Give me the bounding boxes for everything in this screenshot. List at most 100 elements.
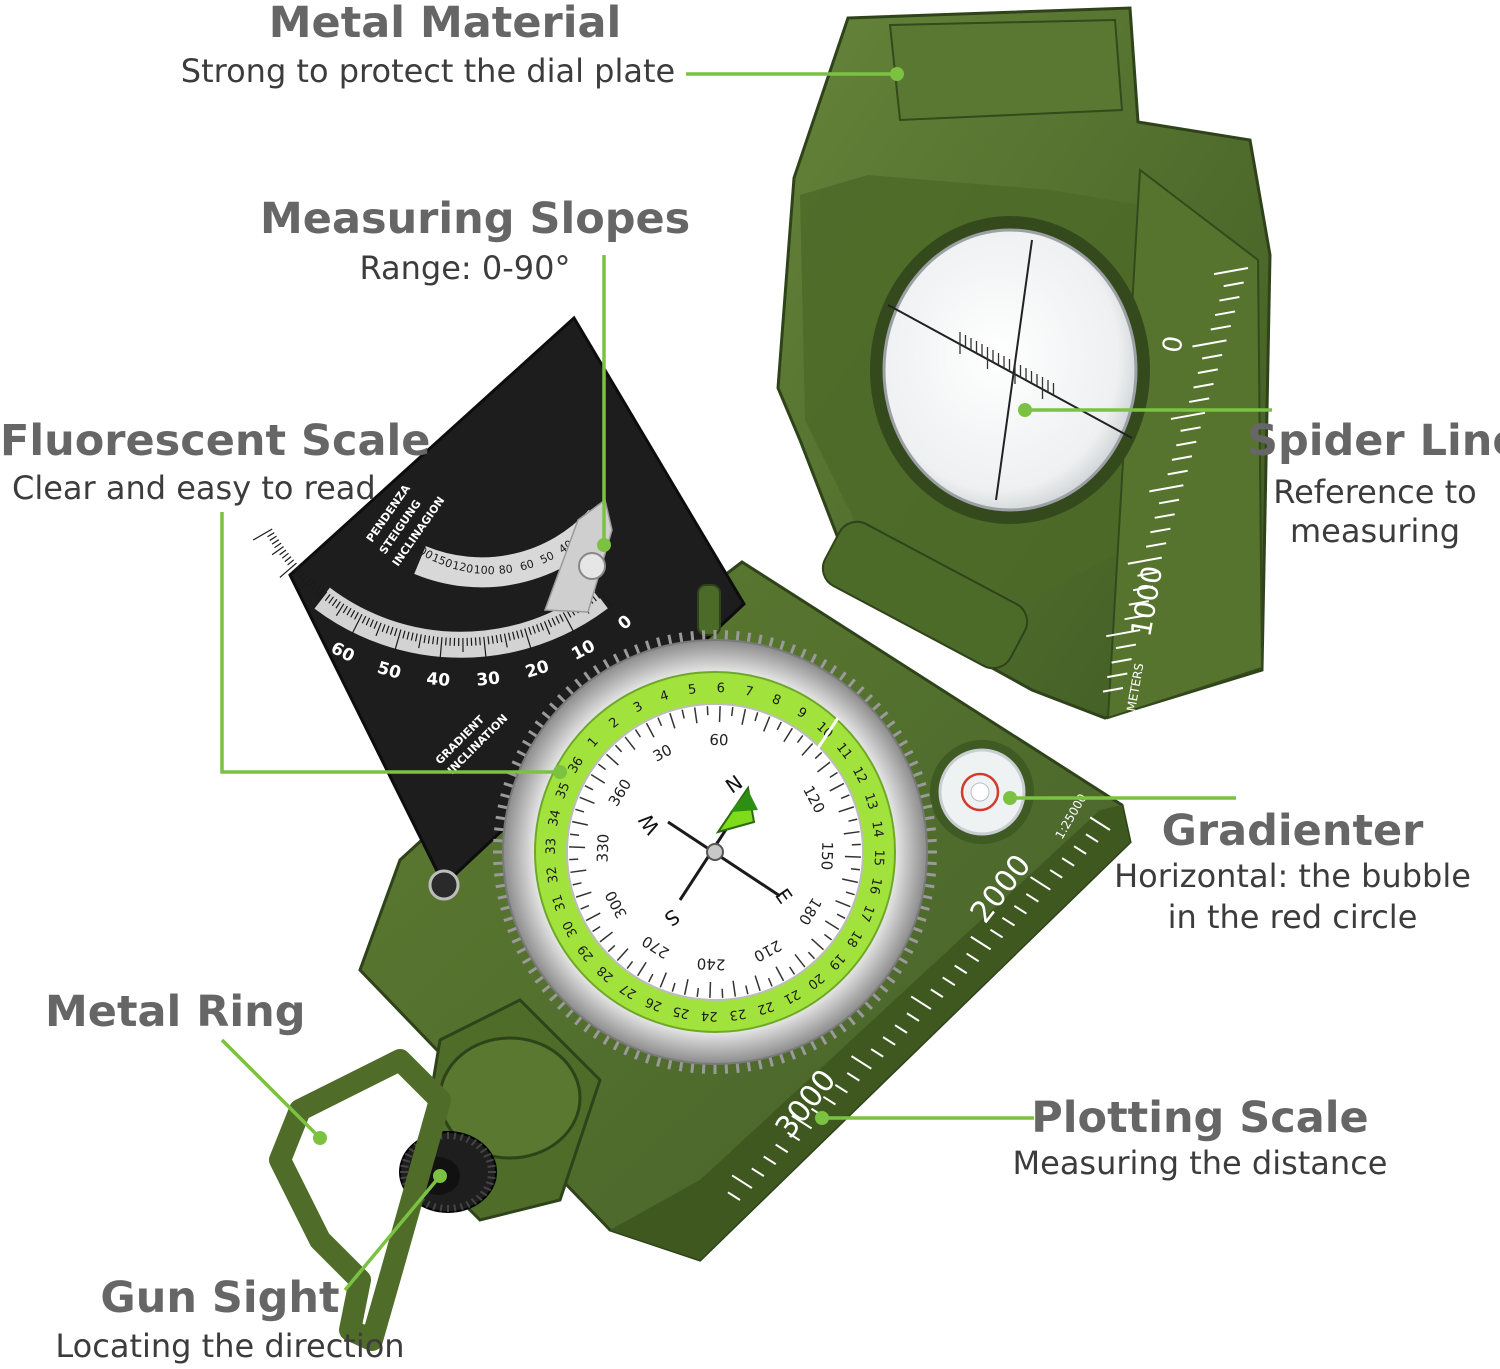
callout-measuring-slopes-title: Measuring Slopes	[260, 194, 691, 244]
dial-center-pivot	[706, 843, 724, 861]
bezel-number: 27	[617, 980, 639, 1001]
dial-tick	[669, 712, 676, 729]
clinometer-tick	[483, 636, 487, 659]
spider-line-horizontal	[887, 304, 1133, 439]
lid-ruler-tick	[1219, 295, 1240, 302]
bezel-number: 15	[871, 849, 887, 866]
knob-grip-ridge	[475, 1194, 483, 1202]
clinometer-tick	[532, 625, 536, 634]
dial-tick	[624, 736, 636, 751]
plotting-scale-tick	[846, 1072, 860, 1082]
clinometer-tick	[487, 636, 490, 645]
clinometer-tick	[499, 634, 503, 643]
lid-ruler-tick	[1127, 556, 1162, 565]
lid-ruler-tick	[1197, 368, 1219, 374]
clinometer-tick	[410, 632, 414, 641]
clinometer-tick	[445, 637, 447, 646]
dial-number: 150	[817, 841, 836, 870]
knob-grip-ridge	[459, 1203, 464, 1211]
callout-gun-sight-desc: Locating the direction	[55, 1327, 405, 1365]
clinometer-tick	[324, 593, 331, 602]
clinometer-tick	[597, 589, 613, 607]
knob-grip-ridge	[485, 1158, 494, 1163]
plotting-scale-tick	[1025, 893, 1039, 903]
dial-tick	[575, 808, 585, 813]
dial-tick	[693, 707, 698, 724]
clinometer-tick	[361, 615, 367, 624]
dial-tick	[648, 973, 654, 983]
clinometer-tick	[269, 535, 277, 541]
dial-tick	[835, 900, 851, 908]
dial-tick	[579, 796, 595, 804]
knob-grip-ridge	[465, 1200, 471, 1209]
clinometer-tick	[267, 532, 275, 538]
callout-metal-material-desc: Strong to protect the dial plate	[180, 52, 676, 90]
knob-grip-ridge	[479, 1190, 488, 1197]
clinometer-degree-label: 80	[249, 576, 280, 607]
lid-ruler-tick	[1210, 324, 1231, 331]
lid-ruler-zero: 0	[1157, 334, 1189, 356]
plotting-scale-tick	[870, 1048, 884, 1058]
knob-grip-ridge	[465, 1135, 471, 1144]
lid-ruler-tick	[1111, 658, 1132, 664]
bezel-number: 21	[781, 986, 803, 1007]
clinometer-tick	[491, 635, 494, 644]
bezel-number: 13	[861, 791, 880, 811]
clinometer-tick	[301, 574, 309, 582]
bezel-number: 24	[701, 1008, 718, 1024]
dial-tick	[811, 938, 825, 951]
clinometer-tick	[394, 629, 402, 651]
clinometer-tick	[594, 591, 601, 599]
dial-tick	[572, 820, 588, 826]
clinometer-tick	[373, 621, 378, 629]
dial-tick	[801, 742, 814, 756]
lid-ruler-tick	[1158, 498, 1180, 505]
dial-tick	[754, 975, 761, 992]
clinometer-tick	[335, 601, 341, 609]
dial-tick	[844, 855, 861, 858]
lid-ruler-tick	[1180, 426, 1201, 432]
dial-tick	[732, 980, 737, 997]
lid-ruler-tick	[1149, 484, 1184, 493]
clinometer-tick	[439, 637, 443, 660]
knob-grip-ridge	[453, 1204, 457, 1212]
bezel-number: 33	[544, 838, 560, 855]
lid-ruler-tick	[1214, 310, 1236, 317]
bezel-number: 5	[687, 682, 697, 698]
dial-tick	[626, 960, 634, 970]
dial-tick	[590, 773, 606, 784]
clinometer-tick	[292, 565, 300, 572]
knob-grip-ridge	[453, 1132, 457, 1140]
lid-ruler-tick	[1124, 614, 1145, 621]
dot-plotting-scale	[815, 1111, 829, 1125]
clinometer-tick	[295, 568, 303, 576]
callout-spider-line-title: Spider Line	[1247, 416, 1500, 466]
lid-ruler-tick	[1102, 687, 1124, 693]
plotting-scale-tick	[954, 964, 968, 975]
knob-grip-ridge	[487, 1164, 496, 1168]
clinometer-tick	[271, 546, 284, 556]
dial-tick	[816, 761, 831, 773]
dot-gradienter	[1003, 791, 1017, 805]
dial-number: 330	[594, 833, 613, 862]
index-line	[816, 717, 840, 749]
dial-tick	[788, 966, 796, 975]
dial-tick	[605, 753, 619, 766]
clinometer-tick	[298, 571, 306, 579]
plotting-scale-tick	[989, 928, 1004, 939]
dial-tick	[842, 878, 858, 884]
spider-line-vertical	[995, 239, 1033, 501]
dial-tick	[850, 867, 861, 871]
dial-tick	[840, 794, 850, 800]
lid-ruler-tick	[1115, 643, 1137, 650]
lid-ruler-ticks	[1102, 267, 1249, 693]
callout-metal-ring-title: Metal Ring	[45, 987, 306, 1037]
lid-ruler-tick	[1201, 353, 1223, 360]
dial-tick	[570, 869, 587, 874]
clinometer-percent-label: 60	[518, 557, 535, 573]
leader-fluorescent-scale	[220, 512, 560, 774]
knob-grip-ridge	[400, 1164, 409, 1168]
dial-tick	[575, 891, 592, 898]
callout-metal-material-title: Metal Material	[268, 0, 622, 48]
bezel-number: 36	[566, 754, 587, 776]
